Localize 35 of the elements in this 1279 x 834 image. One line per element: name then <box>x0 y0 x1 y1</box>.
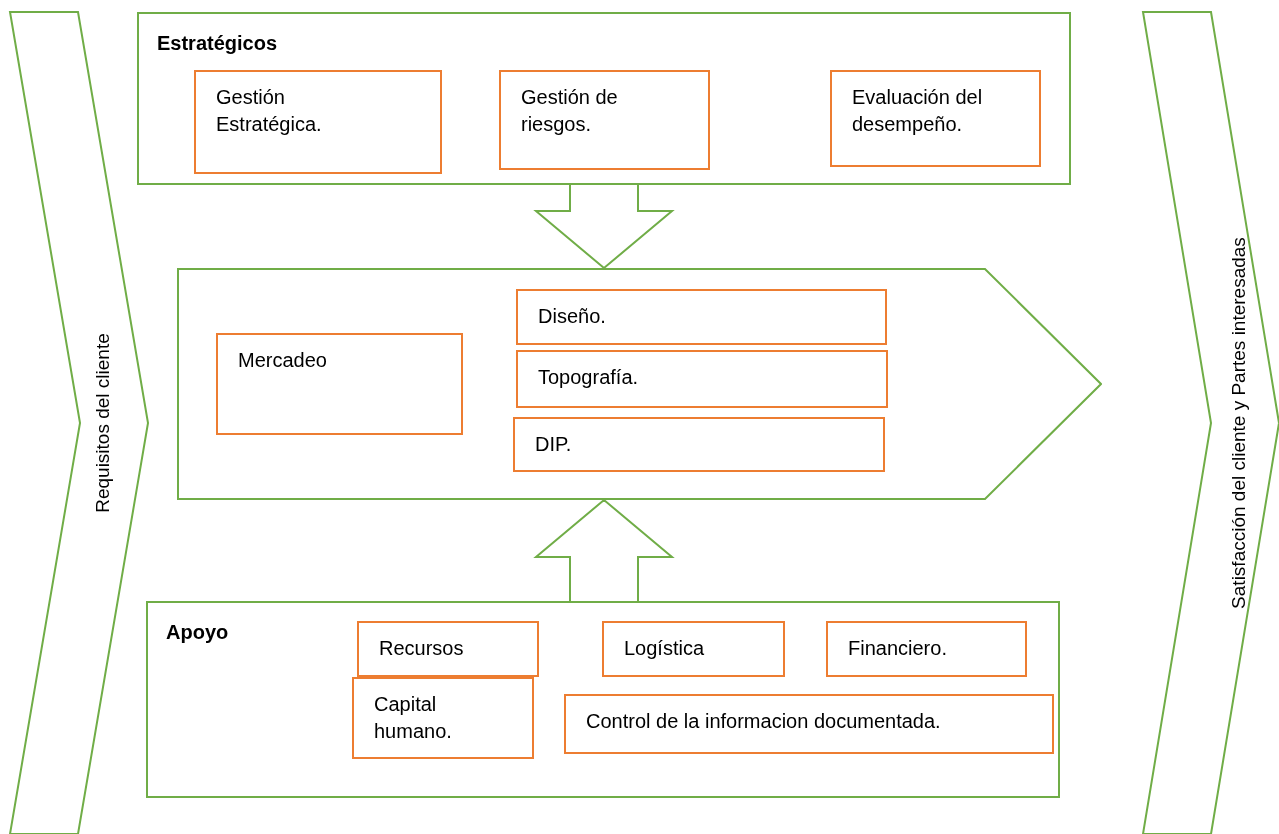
node-label: Financiero. <box>848 637 947 659</box>
process-box <box>602 621 785 677</box>
node-label: Logística <box>624 637 705 659</box>
process-arrow-shape <box>177 268 1102 500</box>
node-label: Gestión de riesgos. <box>521 86 618 135</box>
node-label: Gestión Estratégica. <box>216 86 322 135</box>
chevron-shape <box>1143 12 1279 834</box>
process-box <box>516 350 888 408</box>
node-label: Evaluación del desempeño. <box>852 86 983 135</box>
node-label: Topografía. <box>538 366 639 388</box>
node-label: Capital humano. <box>374 693 452 742</box>
block-arrow <box>533 498 675 602</box>
process-box <box>513 417 885 472</box>
node-label: Requisitos del cliente <box>91 333 113 513</box>
process-box <box>216 333 463 435</box>
node-label: Apoyo <box>166 621 229 643</box>
node-label: Estratégicos <box>157 32 278 54</box>
block-arrow <box>533 184 675 270</box>
process-box <box>194 70 442 174</box>
node-label: Satisfacción del cliente y Partes interesadas <box>1227 237 1249 609</box>
process-box <box>826 621 1027 677</box>
process-box <box>564 694 1054 754</box>
node-label: Mercadeo <box>238 349 327 371</box>
node-label: Diseño. <box>538 305 606 327</box>
process-group-box <box>146 601 1060 798</box>
process-group-box <box>137 12 1071 185</box>
node-label: DIP. <box>535 433 572 455</box>
node-label: Control de la informacion documentada. <box>586 710 941 732</box>
process-box <box>516 289 887 345</box>
process-box <box>352 677 534 759</box>
chevron-shape <box>10 12 148 834</box>
process-box <box>499 70 710 170</box>
process-box <box>357 621 539 677</box>
process-box <box>830 70 1041 167</box>
node-label: Recursos <box>379 637 464 659</box>
